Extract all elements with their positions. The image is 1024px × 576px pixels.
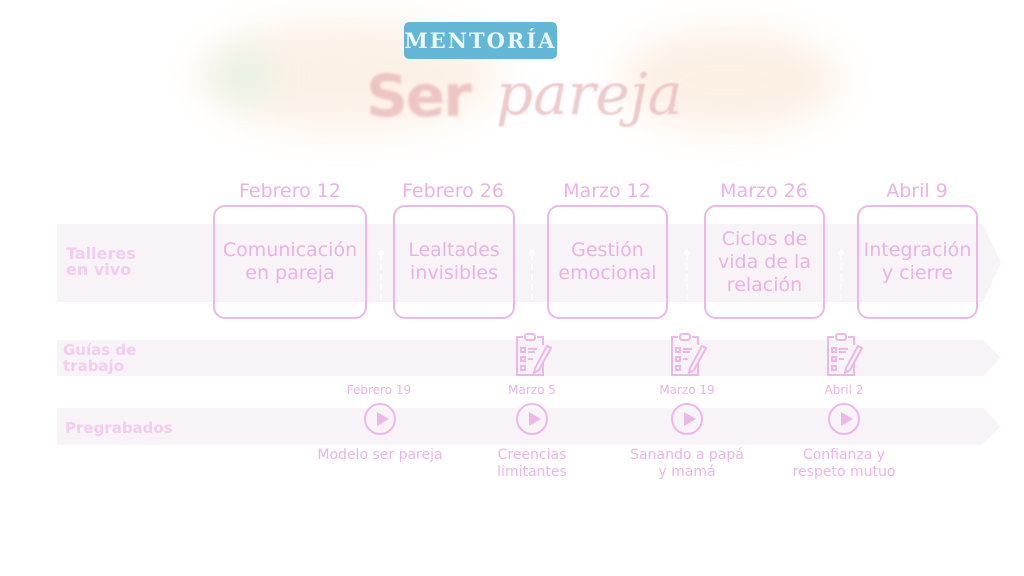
row-label-pregrabados: Pregrabados bbox=[65, 419, 173, 437]
taller-card: Lealtades invisibles bbox=[393, 205, 515, 319]
pregrabado-title: Confianza y respeto mutuo bbox=[792, 447, 896, 480]
pregrabado-date: Abril 2 bbox=[824, 383, 864, 397]
pregrabado-title: Sanando a papá y mamá bbox=[630, 447, 744, 480]
taller-card: Integración y cierre bbox=[857, 205, 978, 319]
taller-date: Abril 9 bbox=[886, 180, 948, 202]
play-icon[interactable] bbox=[671, 403, 703, 435]
pregrabado-date: Marzo 19 bbox=[659, 383, 715, 397]
pregrabado-date: Febrero 19 bbox=[346, 383, 412, 397]
clipboard-checklist-icon bbox=[516, 333, 553, 376]
taller-title: Integración y cierre bbox=[863, 239, 972, 284]
logo-ser: Ser bbox=[366, 62, 472, 130]
taller-date: Marzo 26 bbox=[720, 180, 808, 202]
taller-title: Lealtades invisibles bbox=[408, 239, 500, 284]
clipboard-checklist-icon bbox=[827, 333, 864, 376]
taller-date: Febrero 26 bbox=[402, 180, 504, 202]
play-icon[interactable] bbox=[364, 403, 396, 435]
mentoria-badge: MENTORÍA bbox=[404, 22, 557, 59]
taller-card: Comunicación en pareja bbox=[213, 205, 367, 319]
pregrabado-title: Creencias limitantes bbox=[497, 447, 567, 480]
connector bbox=[684, 250, 690, 300]
play-icon[interactable] bbox=[828, 403, 860, 435]
logo-pareja: pareja bbox=[496, 60, 683, 128]
pregrabado-title: Modelo ser pareja bbox=[317, 447, 443, 463]
taller-title: Comunicación en pareja bbox=[222, 239, 358, 284]
taller-date: Marzo 12 bbox=[563, 180, 651, 202]
pregrabado-date: Marzo 5 bbox=[508, 383, 556, 397]
taller-title: Gestión emocional bbox=[558, 239, 657, 284]
clipboard-checklist-icon bbox=[671, 333, 708, 376]
connector bbox=[378, 250, 384, 300]
row-label-guias: Guías de trabajo bbox=[63, 341, 137, 375]
taller-title: Ciclos de vida de la relación bbox=[718, 227, 811, 296]
row-label-talleres: Talleres en vivo bbox=[66, 244, 136, 279]
talleres-band bbox=[57, 224, 1001, 302]
taller-card: Ciclos de vida de la relación bbox=[704, 205, 825, 319]
play-icon[interactable] bbox=[516, 403, 548, 435]
taller-date: Febrero 12 bbox=[239, 180, 341, 202]
connector bbox=[838, 250, 844, 300]
connector bbox=[529, 250, 535, 300]
taller-card: Gestión emocional bbox=[547, 205, 668, 319]
